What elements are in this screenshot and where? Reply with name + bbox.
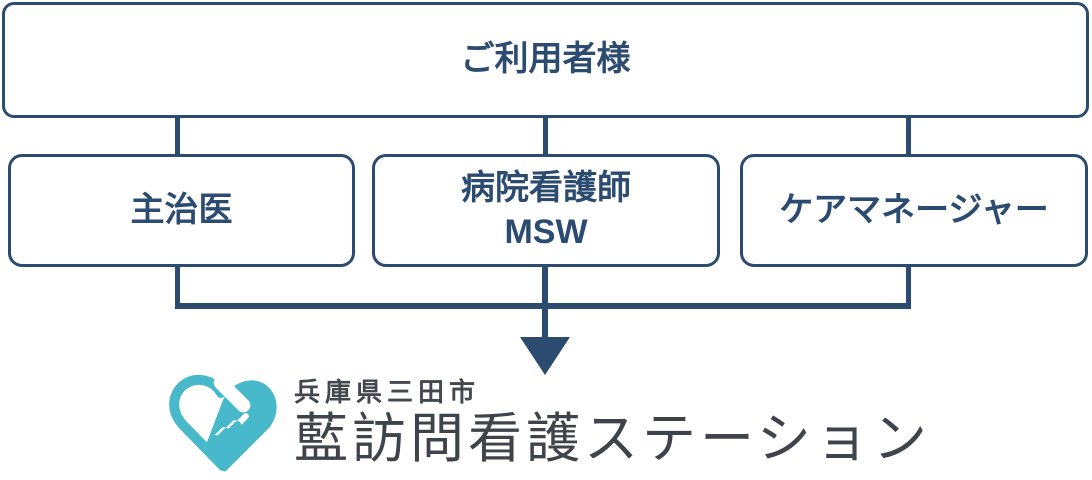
connector-line <box>906 266 911 309</box>
connector-line <box>543 117 548 155</box>
attending-doctor-box: 主治医 <box>8 154 355 267</box>
connector-line <box>175 266 180 309</box>
arrow-down-icon <box>520 337 570 375</box>
logo-region-text: 兵庫県三田市 <box>294 377 481 407</box>
attending-doctor-label: 主治医 <box>130 190 233 229</box>
hospital-nurse-label: 病院看護師 <box>461 168 631 207</box>
connector-line <box>175 117 180 155</box>
station-logo: 兵庫県三田市 藍訪問看護ステーション <box>166 374 931 478</box>
client-box: ご利用者様 <box>2 2 1089 118</box>
hospital-nurse-msw-box: 病院看護師 MSW <box>372 154 720 267</box>
heart-handshake-icon <box>169 374 277 472</box>
connector-line <box>906 117 911 155</box>
msw-label: MSW <box>504 212 588 251</box>
client-box-label: ご利用者様 <box>460 40 631 79</box>
logo-text-block: 兵庫県三田市 藍訪問看護ステーション <box>294 374 931 469</box>
care-manager-label: ケアマネージャー <box>779 190 1049 229</box>
logo-station-name: 藍訪問看護ステーション <box>294 408 931 469</box>
arrow-shaft <box>542 266 548 342</box>
care-manager-box: ケアマネージャー <box>740 154 1088 267</box>
